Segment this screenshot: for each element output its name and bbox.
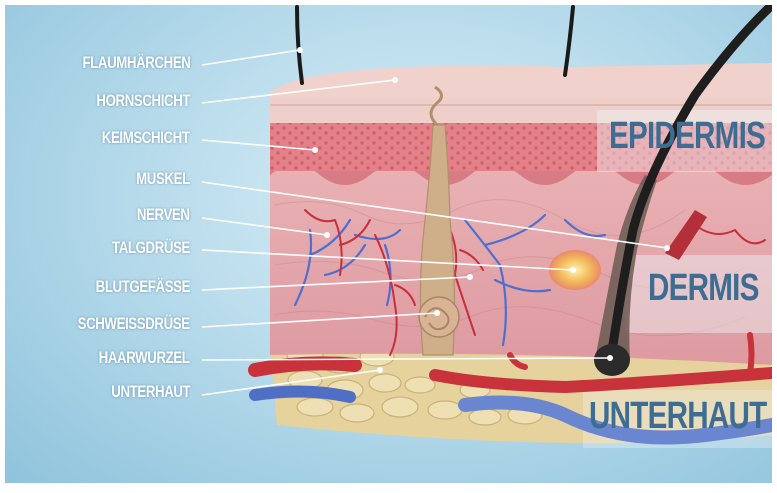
label-nerven: NERVEN: [137, 205, 190, 225]
label-keimschicht: KEIMSCHICHT: [102, 128, 190, 148]
label-blutgefaesse: BLUTGEFÄSSE: [96, 277, 190, 297]
label-unterhaut: UNTERHAUT: [111, 382, 190, 402]
label-schweissdruese: SCHWEISSDRÜSE: [78, 314, 190, 334]
label-flaumhaerchen: FLAUMHÄRCHEN: [82, 53, 190, 73]
sweat-gland: [419, 297, 459, 337]
region-epidermis: EPIDERMIS: [609, 115, 765, 158]
label-hornschicht: HORNSCHICHT: [96, 91, 190, 111]
label-talgdruese: TALGDRÜSE: [112, 238, 190, 258]
label-muskel: MUSKEL: [136, 169, 190, 189]
region-dermis: DERMIS: [648, 267, 759, 310]
label-haarwurzel: HAARWURZEL: [99, 348, 190, 368]
region-unterhaut: UNTERHAUT: [589, 395, 766, 438]
skin-diagram: FLAUMHÄRCHEN HORNSCHICHT KEIMSCHICHT MUS…: [5, 5, 772, 483]
